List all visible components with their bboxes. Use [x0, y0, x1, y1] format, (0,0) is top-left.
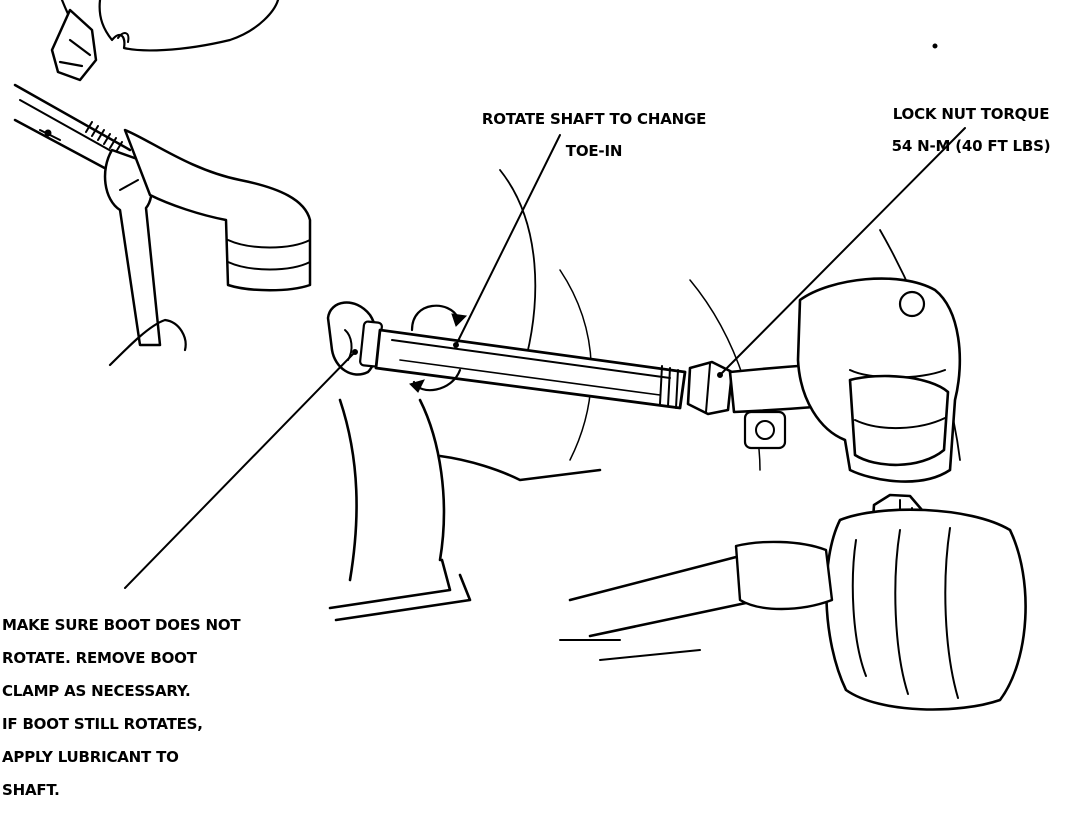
- tie-rod-bolt: [743, 410, 787, 450]
- leader-line-boot: [124, 351, 356, 589]
- drive-shaft: [568, 554, 762, 638]
- axle-boot: [825, 508, 1027, 711]
- callout-boot-line6: SHAFT.: [2, 780, 60, 799]
- callout-boot-line2: ROTATE. REMOVE BOOT: [2, 648, 197, 667]
- tie-rod-end-left: [123, 128, 312, 292]
- wrench-jaw: [50, 8, 98, 82]
- callout-rotate-shaft-line1: ROTATE SHAFT TO CHANGE: [481, 110, 707, 128]
- control-arm: [338, 398, 446, 582]
- hand-and-wrench-illustration: [13, 0, 938, 367]
- ball-joint-housing: [848, 374, 950, 467]
- callout-boot-instructions: MAKE SURE BOOT DOES NOT ROTATE. REMOVE B…: [2, 600, 302, 815]
- lower-hand: [108, 318, 187, 367]
- left-shaft: [13, 83, 132, 174]
- callout-boot-line5: APPLY LUBRICANT TO: [2, 747, 179, 766]
- callout-rotate-shaft-line2: TOE-IN: [565, 142, 623, 160]
- callout-boot-line4: IF BOOT STILL ROTATES,: [2, 714, 203, 733]
- steering-assembly-illustration: [326, 169, 1027, 711]
- callout-lock-nut-line1: LOCK NUT TORQUE: [892, 105, 1050, 123]
- callout-boot-line3: CLAMP AS NECESSARY.: [2, 681, 191, 700]
- leader-line-rotate-shaft: [455, 134, 561, 346]
- callout-lock-nut-line2: 54 N-M (40 FT LBS): [891, 137, 1051, 155]
- tie-rod-adjustment-diagram: [13, 0, 1027, 711]
- threaded-section: [85, 121, 123, 153]
- callout-lock-nut-torque: LOCK NUT TORQUE 54 N-M (40 FT LBS): [860, 90, 1082, 170]
- callout-boot-line1: MAKE SURE BOOT DOES NOT: [2, 615, 241, 634]
- leader-line-lock-nut: [719, 127, 966, 376]
- callout-rotate-shaft: ROTATE SHAFT TO CHANGE TOE-IN: [454, 95, 734, 175]
